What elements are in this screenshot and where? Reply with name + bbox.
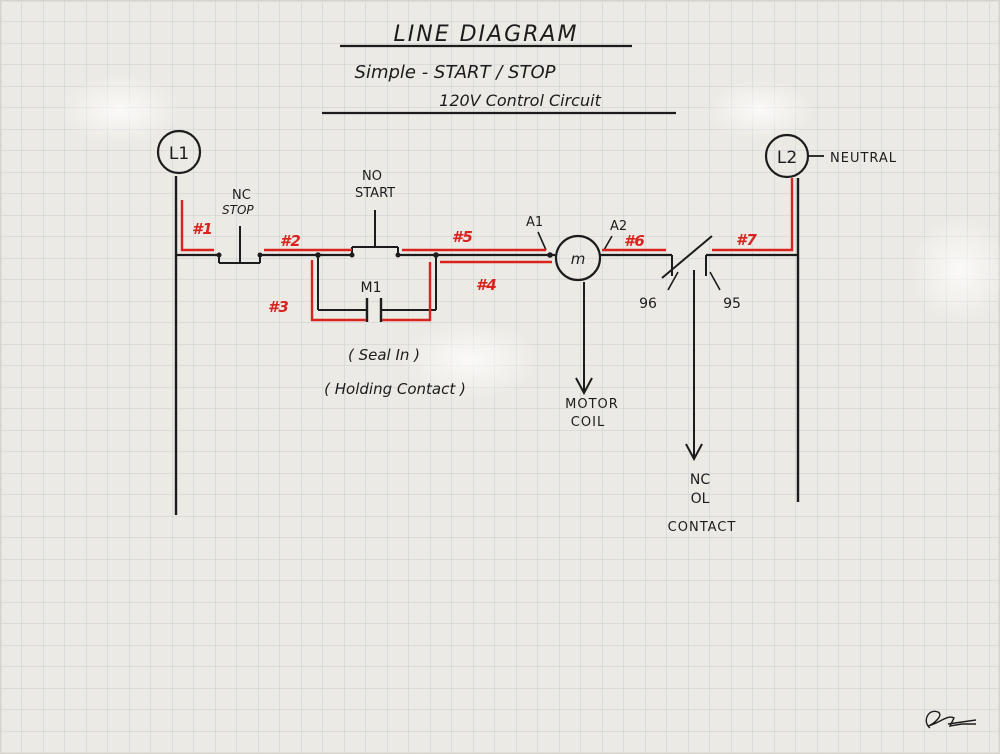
glare [60,75,180,145]
wire-1-label: #1 [192,220,213,238]
ol-contact-arrow [685,270,703,462]
glare [910,215,1000,325]
diagram-subtitle-voltage: 120V Control Circuit [439,91,601,110]
neutral-label: NEUTRAL [830,151,897,166]
l2-terminal-label: L2 [777,148,797,168]
signature-mark [925,710,977,729]
coil-a2-label: A2 [610,219,627,234]
coil-a1-label: A1 [526,215,543,230]
seal-contact-label: M1 [361,280,382,296]
nc-stop-pushbutton [218,226,263,264]
start-name-label: START [355,186,395,201]
ol-terminal-96: 96 [639,296,657,312]
glare [705,80,815,140]
ol-nc-label: NC [690,472,710,488]
stop-type-label: NC [232,188,251,203]
coil-label: COIL [571,415,605,430]
ol-label: OL [691,491,710,507]
glare [400,320,540,400]
diagram-subtitle: Simple - START / STOP [355,62,556,83]
wire-3-label: #3 [268,298,289,316]
l1-terminal [156,129,202,175]
wire-markings [180,178,794,322]
wire-7-trace [712,178,794,252]
nc-overload-contact [661,235,798,291]
wire-4-label: #4 [476,276,497,294]
motor-label: MOTOR [565,397,619,412]
motor-coil [554,234,602,282]
stop-name-label: STOP [222,203,254,217]
wire-1-trace [180,200,214,252]
l1-terminal-label: L1 [169,144,189,164]
wire-7-label: #7 [736,231,757,249]
motor-coil-arrow [575,282,593,396]
wire-3-trace [310,260,366,322]
wire-2-label: #2 [280,232,301,250]
seal-in-note: ( Seal In ) [348,346,420,364]
holding-contact-note: ( Holding Contact ) [324,380,466,398]
start-type-label: NO [362,169,382,184]
ol-terminal-95: 95 [723,296,741,312]
wire-6-label: #6 [624,232,645,250]
m1-seal-in-contact [317,255,437,322]
ol-contact-label: CONTACT [668,520,737,535]
wire-3-trace-right [382,262,432,322]
wire-5-label: #5 [452,228,473,246]
diagram-title: LINE DIAGRAM [394,22,579,47]
coil-letter: m [571,250,586,268]
